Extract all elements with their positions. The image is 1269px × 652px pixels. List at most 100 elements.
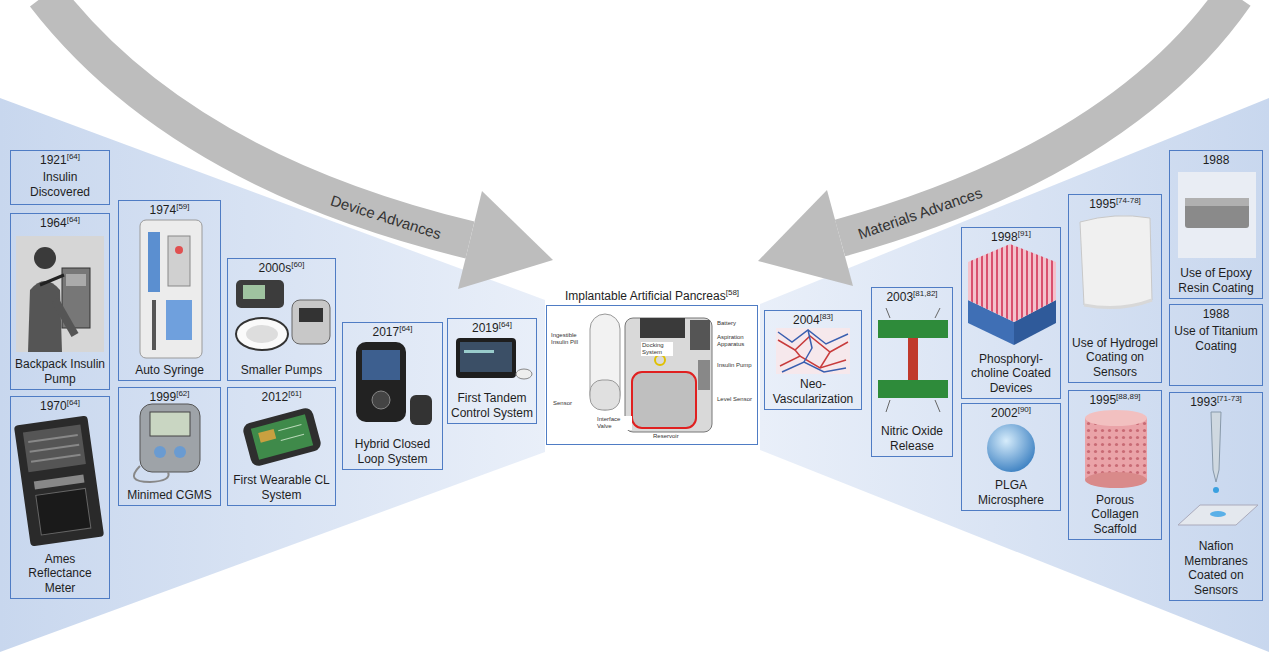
reference-number: [62] (176, 389, 189, 398)
milestone-box: 1988Use of Epoxy Resin Coating (1169, 150, 1263, 299)
milestone-label: Ames Reflectance Meter (13, 552, 107, 595)
milestone-label: Minimed CGMS (121, 488, 218, 502)
year-row: 2012[61] (261, 390, 301, 404)
year-row: 1988 (1203, 153, 1230, 167)
image-heading: Implantable Artificial Pancreas[58] (537, 289, 767, 303)
milestone-label: Use of Titanium Coating (1172, 324, 1260, 353)
milestone-box: 1995[88,89] Porous Collagen Scaffold (1068, 390, 1162, 540)
year-text: 1995 (1089, 197, 1116, 211)
milestone-box: 1998[91] Phosphoryl- choline Coated Devic… (961, 227, 1061, 399)
year-row: 1995[88,89] (1089, 393, 1140, 407)
year-text: 1988 (1203, 307, 1230, 321)
arrow-label: Materials Advances (856, 184, 985, 242)
year-row: 1995[74-78] (1089, 197, 1141, 211)
milestone-label: Use of Hydrogel Coating on Sensors (1071, 336, 1159, 379)
year-text: 1998 (991, 230, 1018, 244)
reference-number: [91] (1018, 229, 1031, 238)
part-label: Battery (716, 320, 754, 327)
year-row: 1970[64] (40, 399, 80, 413)
part-label: Docking System (641, 342, 673, 356)
milestone-box: 2004[83] Neo- Vascularization (764, 310, 862, 410)
year-row: 2004[83] (793, 313, 833, 327)
year-text: 1988 (1203, 153, 1230, 167)
year-text: 2000s (258, 261, 291, 275)
reference-number: [83] (820, 312, 833, 321)
milestone-box: 1995[74-78] Use of Hydrogel Coating on Se… (1068, 194, 1162, 383)
year-text: 1995 (1089, 393, 1116, 407)
milestone-box: 1999[62] Minimed CGMS (118, 387, 221, 506)
year-text: 1921 (40, 153, 67, 167)
part-label: Interface Valve (596, 416, 632, 430)
heading-text: Implantable Artificial Pancreas (565, 289, 726, 303)
reference-number: [64] (67, 152, 80, 161)
year-row: 2003[81,82] (886, 290, 937, 304)
milestone-box: 2003[81,82] Nitric Oxide Release (871, 287, 953, 457)
year-text: 1970 (40, 399, 67, 413)
part-label: Sensor (552, 400, 584, 407)
milestone-label: Auto Syringe (121, 363, 218, 377)
part-label: Aspiration Apparatus (716, 334, 756, 348)
year-row: 2002[90] (991, 406, 1031, 420)
reference-number: [64] (399, 324, 412, 333)
milestone-box: 2019[64] First Tandem Control System (447, 318, 537, 424)
milestone-box: 2000s[60] Smaller Pumps (227, 258, 336, 381)
milestone-label: Phosphoryl- choline Coated Devices (964, 352, 1058, 395)
milestone-box: 2002[90] PLGA Microsphere (961, 403, 1061, 511)
year-text: 2002 (991, 406, 1018, 420)
year-row: 1993[71-73] (1190, 395, 1242, 409)
year-row: 1998[91] (991, 230, 1031, 244)
year-text: 2004 (793, 313, 820, 327)
year-text: 2017 (372, 325, 399, 339)
reference-number: [58] (726, 288, 739, 297)
part-label: Reservoir (652, 433, 694, 440)
milestone-label: PLGA Microsphere (964, 478, 1058, 507)
reference-number: [64] (499, 320, 512, 329)
arrow-label: Device Advances (329, 192, 444, 243)
year-row: 1974[59] (149, 203, 189, 217)
milestone-label: Nafion Membranes Coated on Sensors (1172, 539, 1260, 597)
milestone-label: Backpack Insulin Pump (13, 357, 107, 386)
milestone-box: 2012[61] First Wearable CL System (227, 387, 336, 506)
year-row: 2019[64] (472, 321, 512, 335)
year-row: 1999[62] (149, 390, 189, 404)
year-row: 2000s[60] (258, 261, 304, 275)
reference-number: [90] (1018, 405, 1031, 414)
reference-number: [64] (67, 398, 80, 407)
reference-number: [88,89] (1116, 392, 1140, 401)
year-row: 1964[64] (40, 216, 80, 230)
reference-number: [61] (288, 389, 301, 398)
reference-number: [71-73] (1217, 394, 1242, 403)
year-text: 1993 (1190, 395, 1217, 409)
reference-number: [74-78] (1116, 196, 1141, 205)
milestone-label: Nitric Oxide Release (874, 424, 950, 453)
milestone-label: First Tandem Control System (450, 391, 534, 420)
year-text: 2019 (472, 321, 499, 335)
milestone-label: Smaller Pumps (230, 363, 333, 377)
year-text: 1974 (149, 203, 176, 217)
year-text: 2003 (886, 290, 913, 304)
reference-number: [81,82] (913, 289, 937, 298)
milestone-label: First Wearable CL System (230, 473, 333, 502)
part-label: Level Sensor (716, 396, 754, 403)
milestone-label: Neo- Vascularization (767, 377, 859, 406)
milestone-box: 1993[71-73] Nafion Membranes Coated on Se… (1169, 392, 1263, 601)
year-text: 1999 (149, 390, 176, 404)
year-row: 2017[64] (372, 325, 412, 339)
milestone-box: 1921[64]Insulin Discovered (10, 150, 110, 205)
milestone-box: 1964[64] Backpack Insulin Pump (10, 213, 110, 390)
year-text: 2012 (261, 390, 288, 404)
part-label: Ingestible Insulin Pill (550, 332, 588, 346)
milestone-label: Hybrid Closed Loop System (345, 437, 440, 466)
reference-number: [59] (176, 202, 189, 211)
milestone-box: 1974[59] Auto Syringe (118, 200, 221, 381)
reference-number: [64] (67, 215, 80, 224)
milestone-box: 2017[64] Hybrid Closed Loop System (342, 322, 443, 470)
year-row: 1988 (1203, 307, 1230, 321)
reference-number: [60] (291, 260, 304, 269)
milestone-label: Porous Collagen Scaffold (1071, 493, 1159, 536)
milestone-box: 1988Use of Titanium Coating (1169, 304, 1263, 386)
milestone-label: Use of Epoxy Resin Coating (1172, 266, 1260, 295)
milestone-box: 1970[64] Ames Reflectance Meter (10, 396, 110, 599)
